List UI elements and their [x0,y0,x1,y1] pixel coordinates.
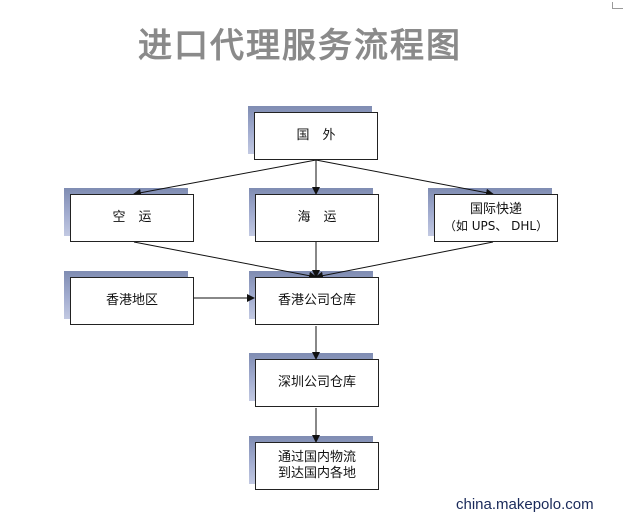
diagram-title: 进口代理服务流程图 [138,26,462,66]
node-express: 国际快递 （如 UPS、 DHL） [434,194,558,242]
node-hk-warehouse: 香港公司仓库 [255,277,379,325]
node-abroad: 国 外 [254,112,378,160]
node-hk-region-label: 香港地区 [105,293,158,308]
node-hk-warehouse-label: 香港公司仓库 [277,293,356,308]
node-air: 空 运 [70,194,194,242]
node-express-label: 国际快递 [469,202,522,217]
node-air-label: 空 运 [112,210,152,225]
node-domestic-sublabel: 到达国内各地 [277,466,356,481]
node-hk-region: 香港地区 [70,277,194,325]
node-sea-label: 海 运 [297,210,337,225]
node-sz-warehouse: 深圳公司仓库 [255,359,379,407]
node-domestic-label: 通过国内物流 [277,450,356,465]
corner-mark [612,2,623,9]
node-sz-warehouse-label: 深圳公司仓库 [277,375,356,390]
node-express-sublabel: （如 UPS、 DHL） [443,219,549,233]
node-sea: 海 运 [255,194,379,242]
edge-express-hk [315,241,494,280]
edge-abroad-air [133,159,317,197]
node-abroad-label: 国 外 [296,128,336,143]
edge-air-hk [133,241,317,280]
edge-abroad-express [315,159,494,197]
watermark-text: china.makepolo.com [456,496,594,513]
node-domestic: 通过国内物流 到达国内各地 [255,442,379,490]
